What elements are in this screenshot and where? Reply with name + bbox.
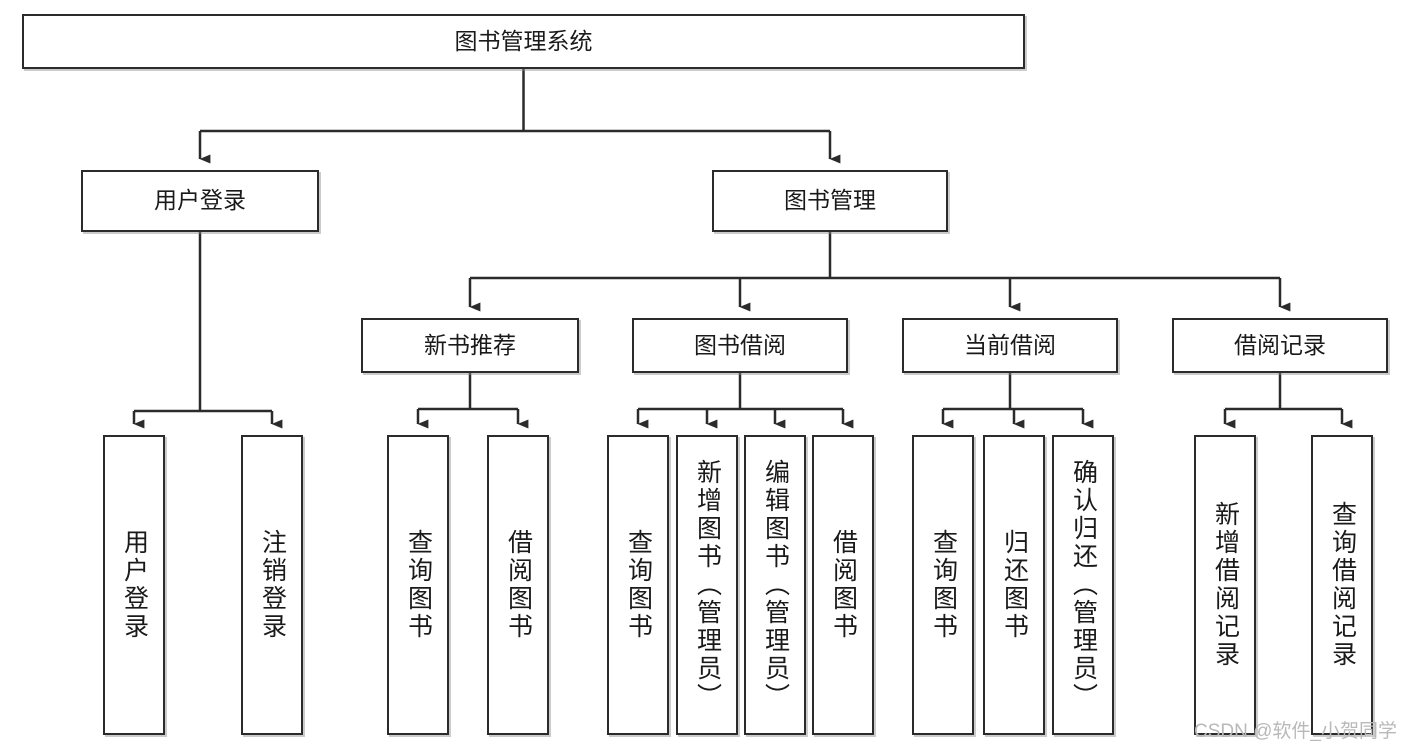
node-leaf-confirm-return-label: 确认归还（管理员） bbox=[1069, 459, 1098, 711]
node-user-login[interactable]: 用户登录 bbox=[81, 170, 319, 232]
node-leaf-add-book-admin[interactable]: 新增图书（管理员） bbox=[676, 435, 738, 735]
node-leaf-confirm-return[interactable]: 确认归还（管理员） bbox=[1052, 435, 1114, 735]
node-leaf-add-record-label: 新增借阅记录 bbox=[1211, 501, 1240, 669]
node-new-book-recommend[interactable]: 新书推荐 bbox=[361, 318, 579, 373]
node-current-borrow[interactable]: 当前借阅 bbox=[902, 318, 1118, 373]
node-leaf-edit-book-admin-label: 编辑图书（管理员） bbox=[761, 459, 790, 711]
csdn-watermark: CSDN @软件_小贺同学 bbox=[1194, 721, 1397, 742]
node-root-label: 图书管理系统 bbox=[454, 27, 593, 54]
node-current-borrow-label: 当前借阅 bbox=[964, 331, 1056, 358]
node-book-borrow[interactable]: 图书借阅 bbox=[632, 318, 848, 373]
node-leaf-query-book-1-label: 查询图书 bbox=[404, 529, 433, 641]
node-leaf-logout-label: 注销登录 bbox=[258, 529, 287, 641]
node-leaf-query-record-label: 查询借阅记录 bbox=[1328, 501, 1357, 669]
node-borrow-record-label: 借阅记录 bbox=[1234, 331, 1326, 358]
node-leaf-query-book-1[interactable]: 查询图书 bbox=[387, 435, 449, 735]
node-user-login-label: 用户登录 bbox=[154, 187, 246, 214]
node-leaf-query-book-2-label: 查询图书 bbox=[624, 529, 653, 641]
node-leaf-add-record[interactable]: 新增借阅记录 bbox=[1194, 435, 1256, 735]
node-leaf-query-book-3-label: 查询图书 bbox=[929, 529, 958, 641]
node-borrow-record[interactable]: 借阅记录 bbox=[1172, 318, 1388, 373]
node-leaf-borrow-book-1-label: 借阅图书 bbox=[504, 529, 533, 641]
node-root[interactable]: 图书管理系统 bbox=[22, 14, 1025, 69]
node-leaf-query-book-3[interactable]: 查询图书 bbox=[912, 435, 974, 735]
node-leaf-logout[interactable]: 注销登录 bbox=[241, 435, 303, 735]
node-leaf-add-book-admin-label: 新增图书（管理员） bbox=[693, 459, 722, 711]
node-leaf-borrow-book-2[interactable]: 借阅图书 bbox=[812, 435, 874, 735]
node-leaf-user-login-label: 用户登录 bbox=[120, 529, 149, 641]
node-book-borrow-label: 图书借阅 bbox=[694, 331, 786, 358]
node-leaf-borrow-book-1[interactable]: 借阅图书 bbox=[487, 435, 549, 735]
node-leaf-return-book[interactable]: 归还图书 bbox=[983, 435, 1045, 735]
node-leaf-user-login[interactable]: 用户登录 bbox=[103, 435, 165, 735]
node-book-manage[interactable]: 图书管理 bbox=[712, 170, 948, 232]
node-new-book-recommend-label: 新书推荐 bbox=[424, 331, 516, 358]
node-leaf-return-book-label: 归还图书 bbox=[1000, 529, 1029, 641]
node-leaf-query-book-2[interactable]: 查询图书 bbox=[607, 435, 669, 735]
node-leaf-edit-book-admin[interactable]: 编辑图书（管理员） bbox=[744, 435, 806, 735]
node-leaf-query-record[interactable]: 查询借阅记录 bbox=[1311, 435, 1373, 735]
node-book-manage-label: 图书管理 bbox=[784, 187, 876, 214]
node-leaf-borrow-book-2-label: 借阅图书 bbox=[829, 529, 858, 641]
